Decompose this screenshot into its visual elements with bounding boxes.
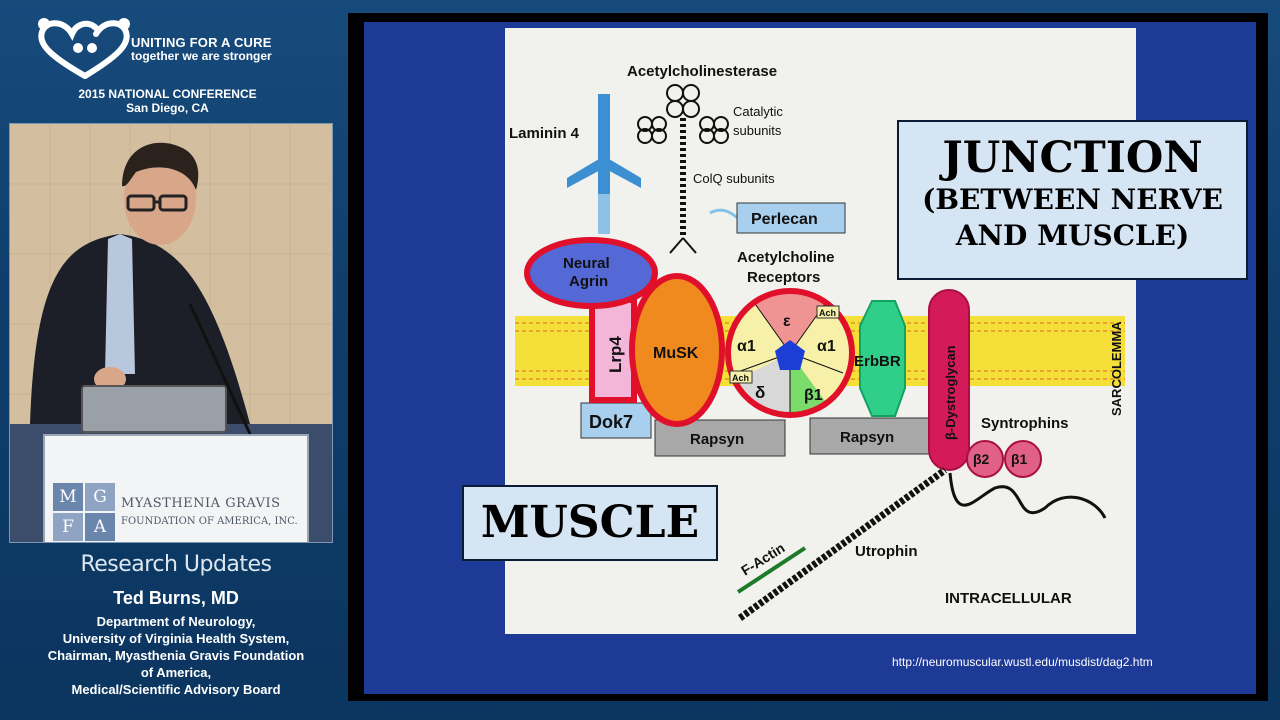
b2-label: β2: [973, 451, 990, 467]
brand-tagline-1: UNITING FOR A CURE: [131, 35, 272, 50]
perlecan-label: Perlecan: [751, 211, 818, 228]
conference-location: San Diego, CA: [0, 101, 335, 115]
affiliation-line: Medical/Scientific Advisory Board: [0, 682, 352, 697]
acetylcholinesterase-shape: [638, 85, 728, 253]
junction-subtitle-2: AND MUSCLE): [899, 218, 1246, 254]
speaker-video[interactable]: M G F A MYASTHENIA GRAVIS FOUNDATION OF …: [9, 123, 333, 543]
delta-label: δ: [755, 383, 765, 402]
lrp4-label: Lrp4: [606, 336, 625, 373]
subunits-label: subunits: [733, 123, 782, 138]
junction-subtitle-1: (BETWEEN NERVE: [899, 182, 1246, 218]
heart-people-icon: [30, 14, 140, 84]
dystroglycan-label: β-Dystroglycan: [943, 345, 958, 440]
ach-label-left: Ach: [732, 373, 749, 383]
colq-label: ColQ subunits: [693, 171, 775, 186]
catalytic-label: Catalytic: [733, 104, 783, 119]
b1-label: β1: [1011, 451, 1028, 467]
laminin-label: Laminin 4: [509, 125, 580, 142]
beta1-label: β1: [804, 387, 823, 404]
affiliation-line: Chairman, Myasthenia Gravis Foundation: [0, 648, 352, 663]
conference-name: 2015 NATIONAL CONFERENCE: [0, 87, 335, 101]
mgfa-logo: M G F A: [53, 483, 115, 543]
rapsyn-label-1: Rapsyn: [690, 431, 744, 448]
dok7-label: Dok7: [589, 412, 633, 432]
agrin-label-2: Agrin: [569, 273, 608, 290]
source-url[interactable]: http://neuromuscular.wustl.edu/musdist/d…: [892, 655, 1153, 669]
agrin-label-1: Neural: [563, 255, 610, 272]
erbbr-label: ErbBR: [854, 353, 901, 370]
muscle-title-box: MUSCLE: [462, 485, 718, 561]
achr-label-1: Acetylcholine: [737, 249, 835, 266]
syntrophins-label: Syntrophins: [981, 415, 1069, 432]
achr-label-2: Receptors: [747, 269, 820, 286]
epsilon-label: ε: [783, 313, 791, 330]
alpha1-left-label: α1: [737, 338, 756, 355]
podium-sign: M G F A MYASTHENIA GRAVIS FOUNDATION OF …: [43, 434, 309, 543]
factin-label: F-Actin: [738, 539, 787, 578]
sarcolemma-label: SARCOLEMMA: [1109, 321, 1124, 416]
syntrophin-coil: [950, 473, 1105, 518]
laminin-shape: [567, 94, 641, 234]
affiliation-line: of America,: [0, 665, 352, 680]
brand-tagline-2: together we are stronger: [131, 49, 272, 63]
utrophin-label: Utrophin: [855, 543, 917, 560]
podium-org-line2: FOUNDATION OF AMERICA, INC.: [121, 516, 298, 527]
section-title: Research Updates: [0, 552, 352, 577]
ach-label-right: Ach: [819, 308, 836, 318]
muscle-title: MUSCLE: [464, 487, 716, 559]
acetylcholinesterase-label: Acetylcholinesterase: [627, 63, 777, 80]
junction-title: JUNCTION: [899, 134, 1246, 182]
junction-title-box: JUNCTION (BETWEEN NERVE AND MUSCLE): [897, 120, 1248, 280]
musk-label: MuSK: [653, 345, 699, 362]
affiliation-line: Department of Neurology,: [0, 614, 352, 629]
affiliation-line: University of Virginia Health System,: [0, 631, 352, 646]
podium-org-line1: MYASTHENIA GRAVIS: [121, 496, 281, 511]
speaker-name: Ted Burns, MD: [0, 588, 352, 609]
intracellular-label: INTRACELLULAR: [945, 590, 1072, 607]
alpha1-right-label: α1: [817, 338, 836, 355]
rapsyn-label-2: Rapsyn: [840, 429, 894, 446]
